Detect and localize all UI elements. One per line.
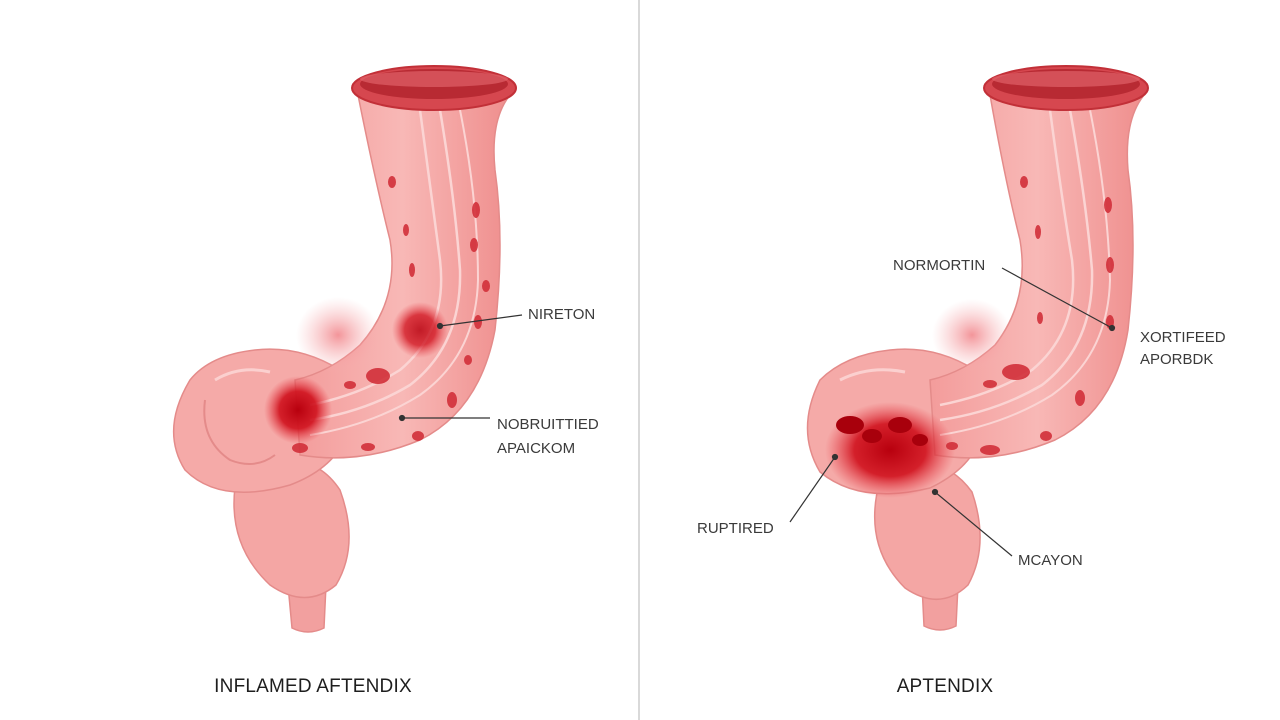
- label-normortin: NORMORTIN: [893, 257, 985, 274]
- left-leader-lines: [398, 314, 523, 422]
- left-appendix-illustration: [172, 65, 517, 633]
- right-caption: APTENDIX: [896, 676, 994, 697]
- right-leader-lines: [789, 267, 1116, 557]
- label-mcayon: MCAYON: [1018, 552, 1083, 569]
- label-nobruittied: NOBRUITTIED: [497, 416, 599, 433]
- label-apaickom: APAICKOM: [497, 440, 575, 457]
- panel-divider: [638, 0, 640, 720]
- right-appendix-illustration: [806, 65, 1149, 631]
- left-caption: INFLAMED AFTENDIX: [214, 676, 412, 697]
- label-xortifeed: XORTIFEED: [1140, 329, 1226, 346]
- label-aporbdk: APORBDK: [1140, 351, 1213, 368]
- label-nireton: NIRETON: [528, 306, 595, 323]
- label-ruptired: RUPTIRED: [697, 520, 774, 537]
